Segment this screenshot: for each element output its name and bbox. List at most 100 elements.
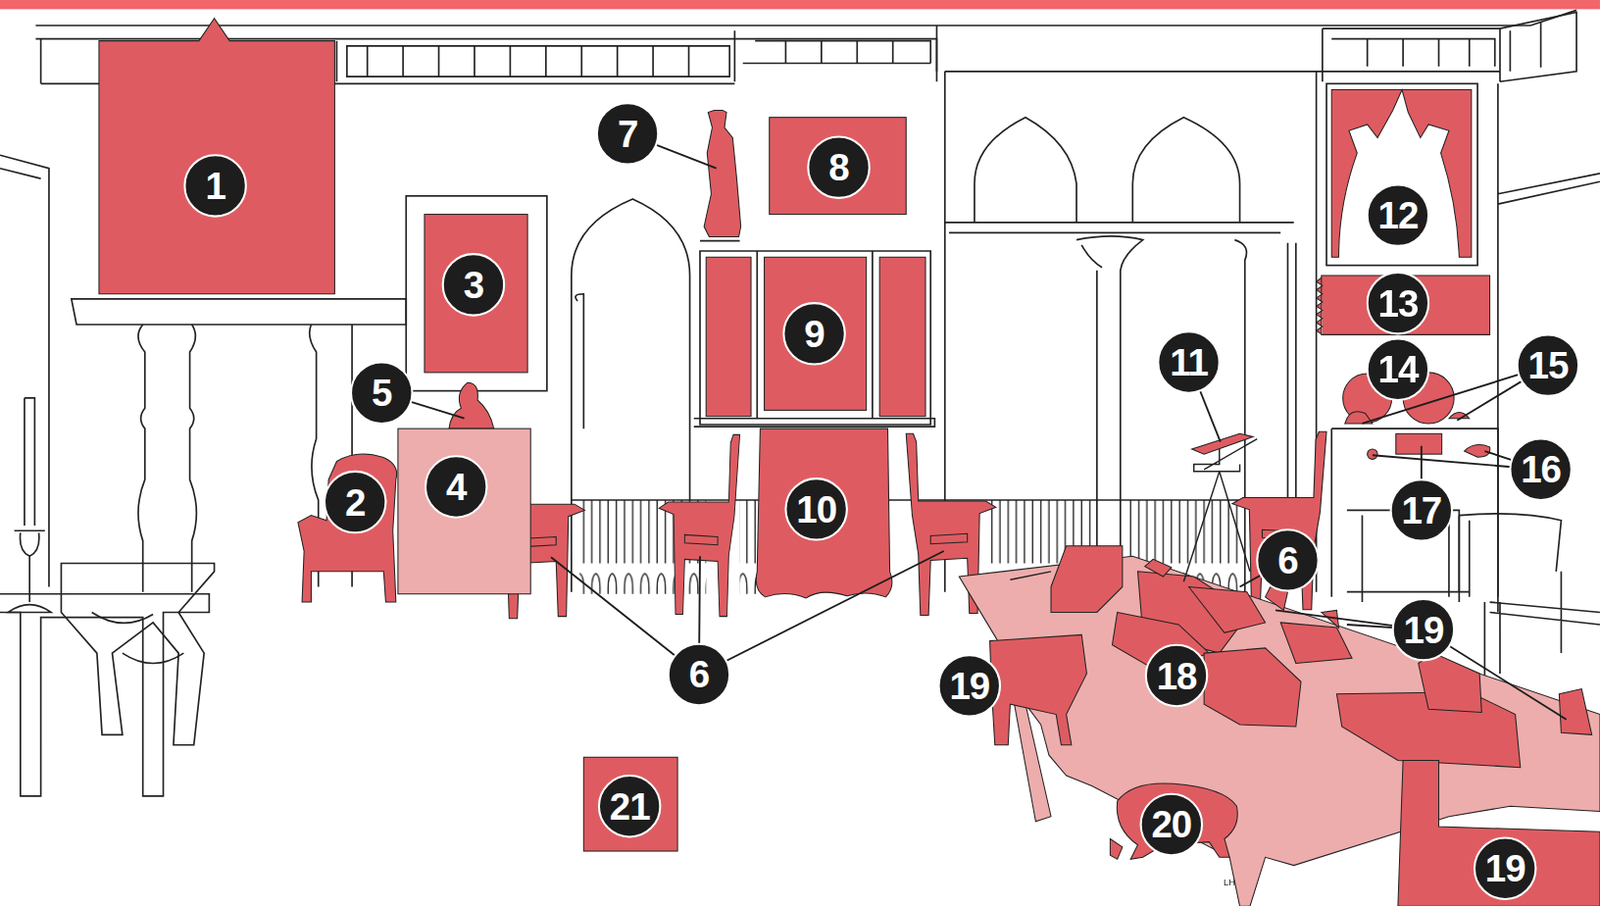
callout-text: 11 <box>1169 343 1208 382</box>
callout-text: 1 <box>204 166 225 205</box>
lectern-stand <box>1009 571 1051 580</box>
callout-number: 17 <box>1390 478 1454 543</box>
callout-number: 21 <box>598 774 662 839</box>
callout-text: 18 <box>1156 656 1198 696</box>
callout-text: 21 <box>609 787 650 826</box>
callout-number: 13 <box>1366 271 1431 336</box>
top-bar <box>0 0 1600 9</box>
callout-text: 7 <box>617 114 638 153</box>
table-objects <box>583 546 1600 906</box>
architecture <box>405 196 548 392</box>
architecture <box>7 398 51 613</box>
callout-text: 5 <box>371 373 392 412</box>
table-objects <box>1418 652 1483 712</box>
callout-number: 6 <box>1255 528 1320 593</box>
callout-text: 17 <box>1400 491 1442 530</box>
callout-number: 16 <box>1508 438 1573 502</box>
architecture <box>138 324 197 593</box>
callout-number: 14 <box>1366 338 1431 402</box>
callout-number: 12 <box>1366 183 1431 248</box>
painting <box>1331 90 1472 258</box>
callout-text: 9 <box>803 314 824 353</box>
table-objects <box>1145 558 1172 577</box>
callout-text: 2 <box>345 483 365 522</box>
callout-number: 19 <box>937 653 1001 718</box>
callout-text: 14 <box>1378 350 1419 390</box>
table-objects <box>990 634 1088 745</box>
triptych-panel <box>705 256 751 416</box>
callout-number: 8 <box>806 135 871 200</box>
leader-lines <box>1275 609 1567 719</box>
leader-lines <box>381 133 1566 719</box>
architecture <box>694 241 936 427</box>
bust <box>449 382 495 429</box>
callout-number: 1 <box>183 153 248 218</box>
architecture <box>1331 428 1499 598</box>
table-objects <box>1203 648 1301 727</box>
callout-number: 9 <box>782 301 847 366</box>
architecture <box>1132 117 1240 223</box>
callout-number: 19 <box>1392 598 1456 662</box>
lectern-stand <box>1183 439 1257 583</box>
numbered-objects <box>99 18 1491 619</box>
callout-number: 20 <box>1140 793 1204 857</box>
callout-text: 4 <box>446 467 466 506</box>
casket <box>1396 433 1443 454</box>
statue <box>703 109 741 237</box>
lectern-stand <box>1009 439 1257 583</box>
tapestry <box>755 428 893 599</box>
callout-text: 3 <box>463 265 484 304</box>
table-objects <box>1109 783 1238 859</box>
callout-number: 4 <box>424 454 489 519</box>
callout-text: 13 <box>1378 284 1419 323</box>
callout-number: 7 <box>596 101 660 166</box>
painting <box>424 214 528 373</box>
armchair <box>298 453 398 602</box>
callout-text: 10 <box>796 490 837 529</box>
architecture <box>974 117 1077 223</box>
architecture <box>347 46 730 77</box>
callout-number: 5 <box>350 360 414 425</box>
architecture <box>35 9 1577 26</box>
callout-text: 6 <box>689 655 709 695</box>
architecture <box>92 611 185 663</box>
architecture <box>0 594 209 797</box>
table-objects <box>1280 622 1352 664</box>
artist-signature: LH <box>1223 877 1236 888</box>
callout-text: 16 <box>1520 450 1561 490</box>
architecture <box>754 41 931 64</box>
architecture <box>1458 513 1600 695</box>
label-square <box>583 756 678 851</box>
table-objects <box>1189 586 1266 633</box>
small-object <box>1367 449 1378 459</box>
balustrade <box>571 499 1241 501</box>
table-objects <box>1398 759 1600 906</box>
callout-number: 15 <box>1516 333 1581 398</box>
callout-number: 10 <box>784 477 849 542</box>
callout-text: 12 <box>1378 196 1419 235</box>
callout-number: 19 <box>1473 836 1538 900</box>
architecture <box>71 299 406 325</box>
callout-text: 6 <box>1277 541 1298 580</box>
leader-lines <box>550 550 945 675</box>
triptych-panel <box>764 256 867 410</box>
callout-number: 11 <box>1156 330 1221 395</box>
callout-text: 15 <box>1528 346 1569 385</box>
architecture <box>945 222 1295 233</box>
furniture-light <box>398 428 1600 906</box>
callout-number: 18 <box>1145 644 1209 708</box>
chair <box>1232 431 1327 610</box>
architecture <box>575 294 584 429</box>
architecture <box>1331 22 1541 72</box>
architecture <box>1326 83 1478 265</box>
callout-number: 6 <box>667 643 732 707</box>
callout-number: 2 <box>323 470 388 535</box>
callout-text: 8 <box>828 148 849 187</box>
callout-number: 3 <box>442 252 506 317</box>
table-objects <box>1050 546 1123 613</box>
callout-text: 19 <box>1485 849 1526 888</box>
table-objects <box>1558 689 1592 736</box>
callout-text: 19 <box>1403 610 1445 650</box>
